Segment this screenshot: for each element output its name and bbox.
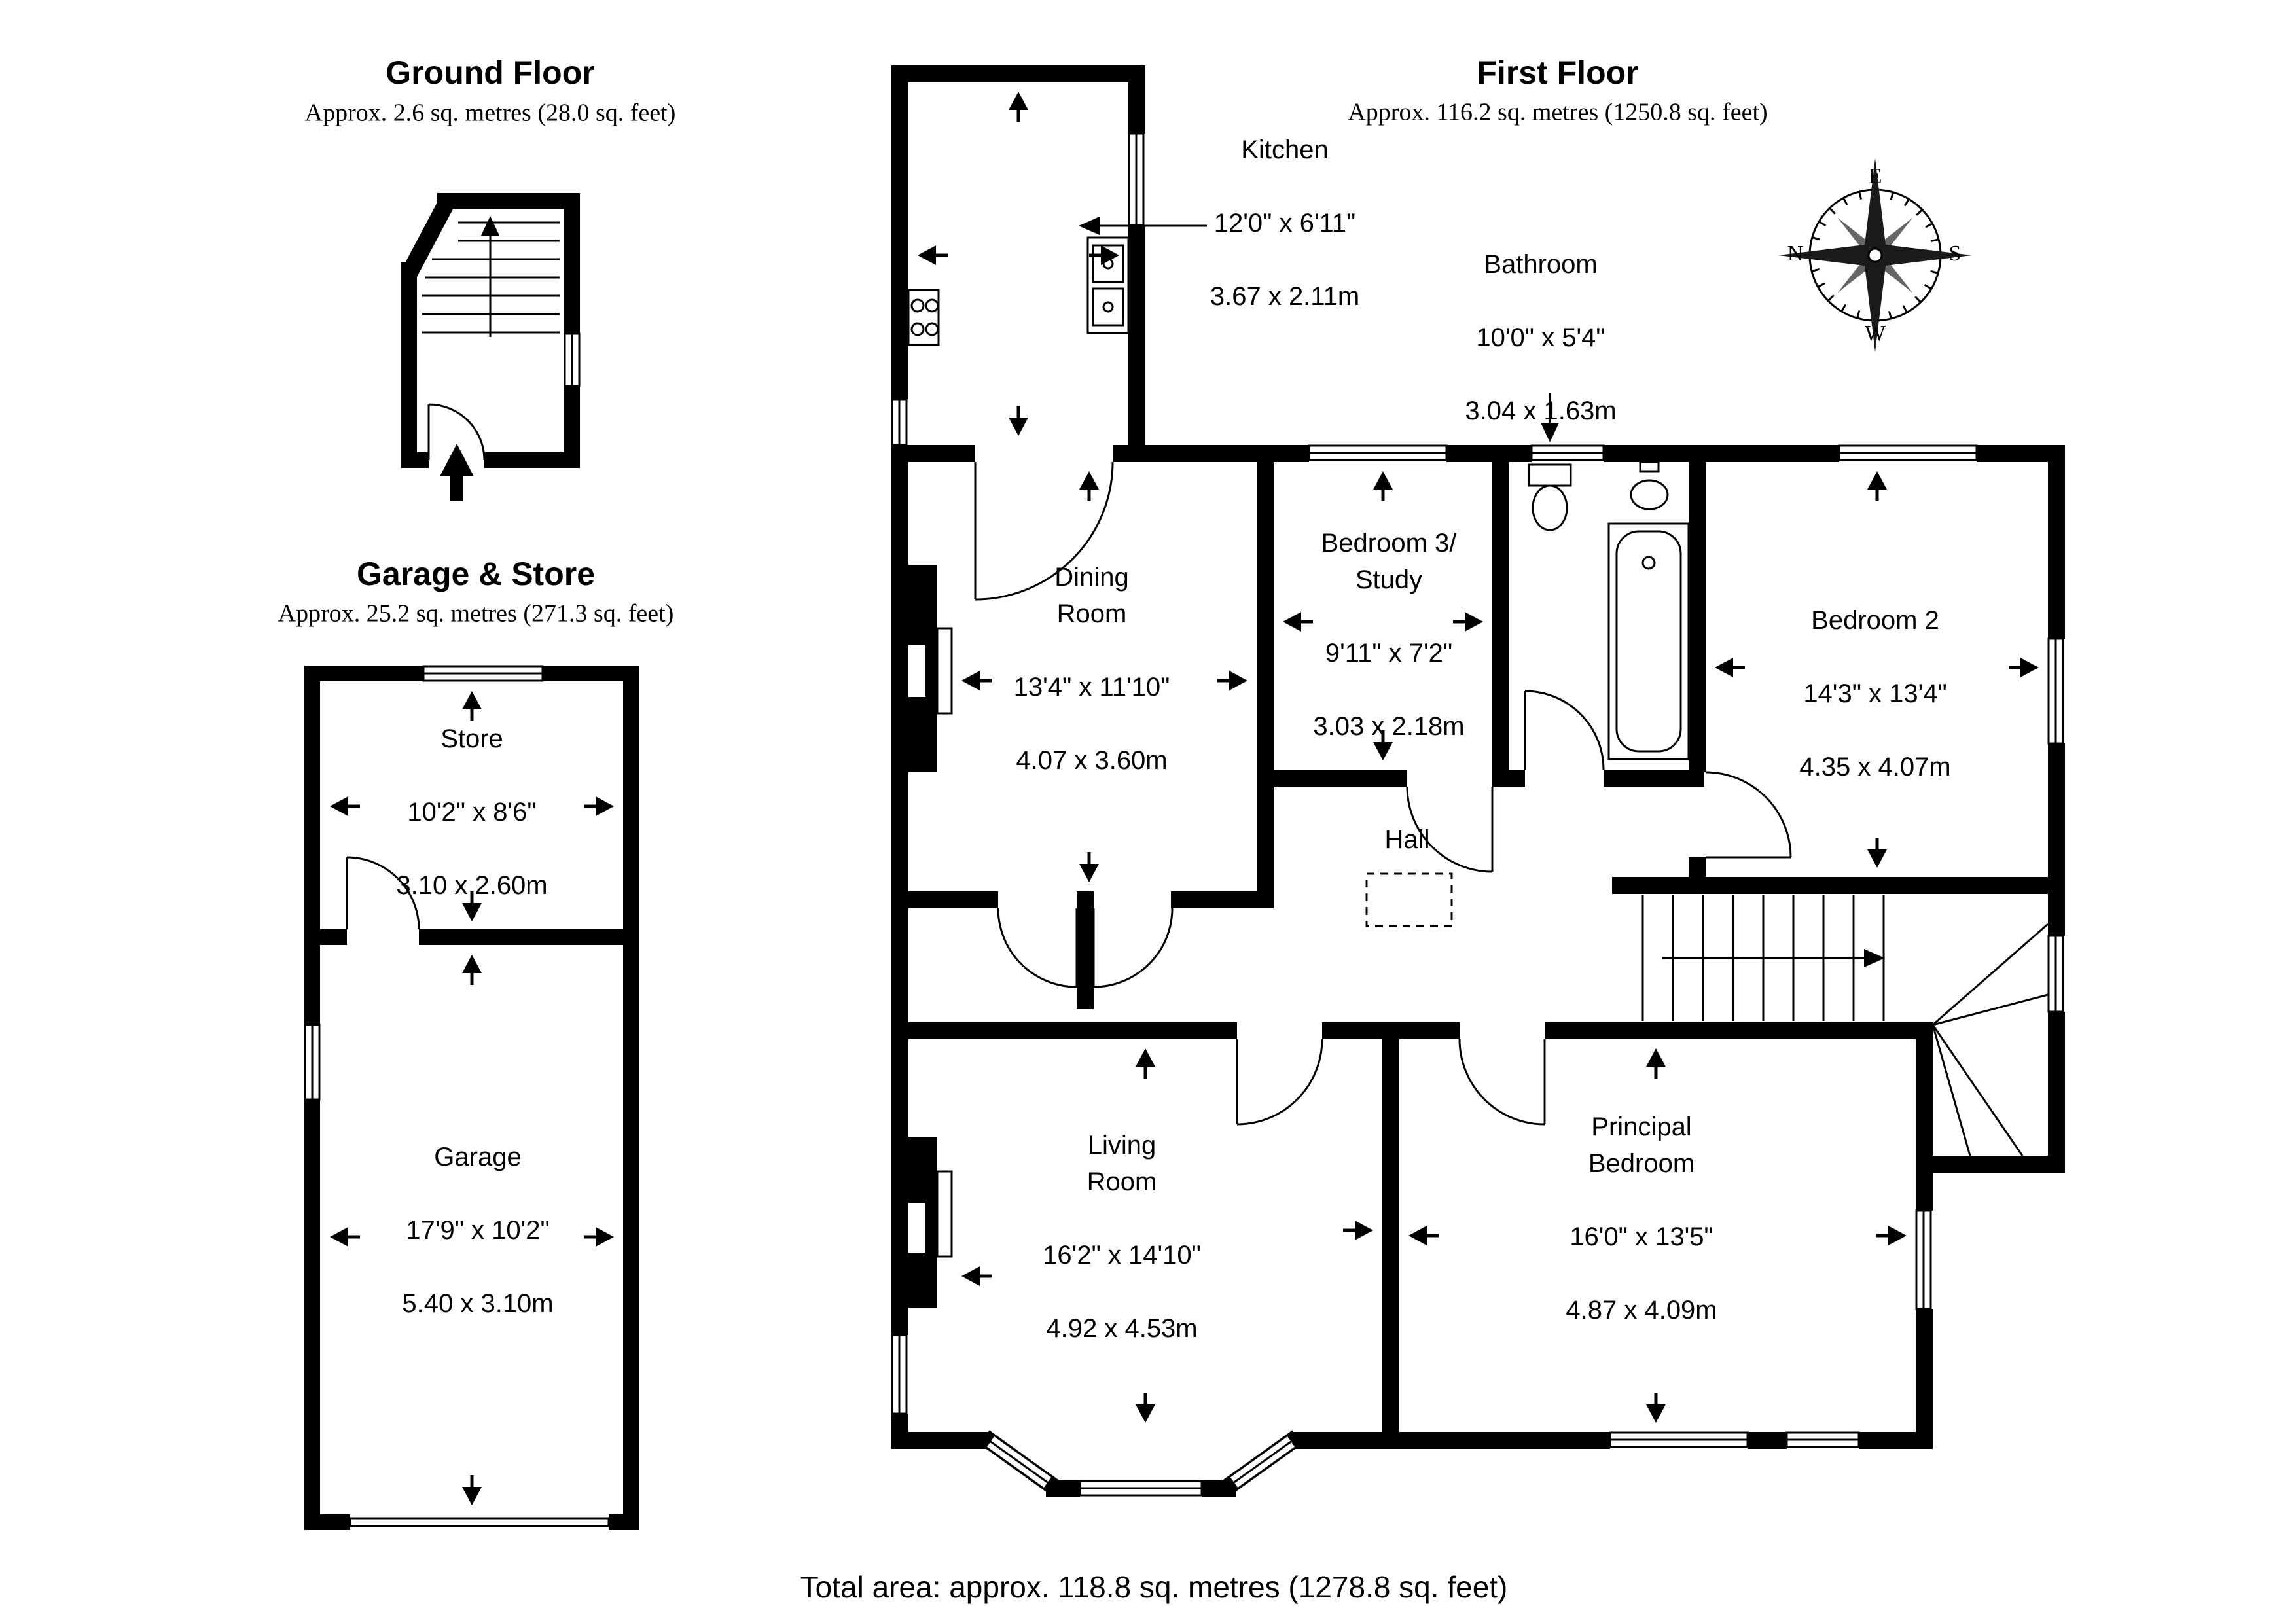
compass-east: E xyxy=(1869,164,1882,188)
compass-south: S xyxy=(1949,241,1962,266)
kitchen-callout-arrow xyxy=(1079,217,1207,235)
kitchen-door-arc xyxy=(974,461,1114,601)
bedroom3-door-arc xyxy=(1406,786,1494,873)
compass-north: N xyxy=(1787,241,1804,266)
bedroom2-label: Bedroom 2 14'3" x 13'4" 4.35 x 4.07m xyxy=(1799,606,1951,781)
entrance-arrow-icon xyxy=(440,444,474,501)
window xyxy=(304,1024,321,1101)
dining-room-label: Dining Room 13'4" x 11'10" 4.07 x 3.60m xyxy=(1013,563,1170,775)
cupboard-door-arc xyxy=(1092,908,1174,988)
bedroom3-study-label: Bedroom 3/ Study 9'11" x 7'2" 3.03 x 2.1… xyxy=(1313,529,1465,741)
store-label: Store 10'2" x 8'6" 3.10 x 2.60m xyxy=(396,724,548,900)
compass-west: W xyxy=(1865,321,1886,346)
dimension-arrows xyxy=(330,92,2039,1505)
ground-floor-title: Ground Floor xyxy=(386,54,595,91)
principal-door-arc xyxy=(1458,1039,1546,1126)
compass-rose-icon: E S W N xyxy=(1778,158,1972,352)
bathroom-door-arc xyxy=(1524,690,1605,770)
hall-label: Hall xyxy=(1384,825,1430,854)
stairs-direction-arrow xyxy=(1864,949,1885,967)
bedroom2-door-arc xyxy=(1705,771,1792,859)
toilet-icon xyxy=(1528,463,1572,531)
first-floor-area: Approx. 116.2 sq. metres (1250.8 sq. fee… xyxy=(1348,98,1768,126)
door-arcs xyxy=(974,461,1792,1126)
bathroom-callout-arrow xyxy=(1541,393,1559,442)
basin-icon xyxy=(1630,461,1669,510)
ground-floor-area: Approx. 2.6 sq. metres (28.0 sq. feet) xyxy=(304,99,676,127)
garage-store-plan xyxy=(304,665,639,1530)
fireplace-dining xyxy=(908,565,953,772)
garage-store-area: Approx. 25.2 sq. metres (271.3 sq. feet) xyxy=(278,599,674,628)
first-floor-title: First Floor xyxy=(1477,54,1639,91)
garage-label: Garage 17'9" x 10'2" 5.40 x 3.10m xyxy=(402,1143,554,1318)
ground-floor-plan xyxy=(401,193,581,501)
window xyxy=(422,665,544,682)
stairs-first-floor xyxy=(1641,895,2049,1156)
garage-door xyxy=(349,1517,610,1527)
principal-bedroom-label: Principal Bedroom 16'0" x 13'5" 4.87 x 4… xyxy=(1566,1113,1717,1325)
window xyxy=(564,332,581,387)
fixtures xyxy=(907,236,1690,1308)
loft-hatch xyxy=(1365,872,1453,927)
windows xyxy=(891,132,2064,1497)
kitchen-label: Kitchen 12'0" x 6'11" 3.67 x 2.11m xyxy=(1210,135,1360,311)
bathtub-icon xyxy=(1607,522,1690,760)
garage-store-title: Garage & Store xyxy=(356,556,596,592)
first-floor-walls xyxy=(891,65,2065,1497)
total-area-text: Total area: approx. 118.8 sq. metres (12… xyxy=(800,1569,1508,1604)
bathroom-label: Bathroom 10'0" x 5'4" 3.04 x 1.63m xyxy=(1465,250,1617,425)
living-door-arc xyxy=(1236,1039,1323,1126)
entry-door-arc xyxy=(427,403,486,461)
stairs-up-arrow xyxy=(481,216,499,236)
cupboard-door-arc xyxy=(997,908,1078,988)
store-door-arc xyxy=(346,856,420,930)
fireplace-living xyxy=(908,1137,953,1308)
stove-icon xyxy=(907,289,940,346)
living-room-label: Living Room 16'2" x 14'10" 4.92 x 4.53m xyxy=(1043,1131,1201,1343)
stairs-ground-floor xyxy=(422,216,560,337)
